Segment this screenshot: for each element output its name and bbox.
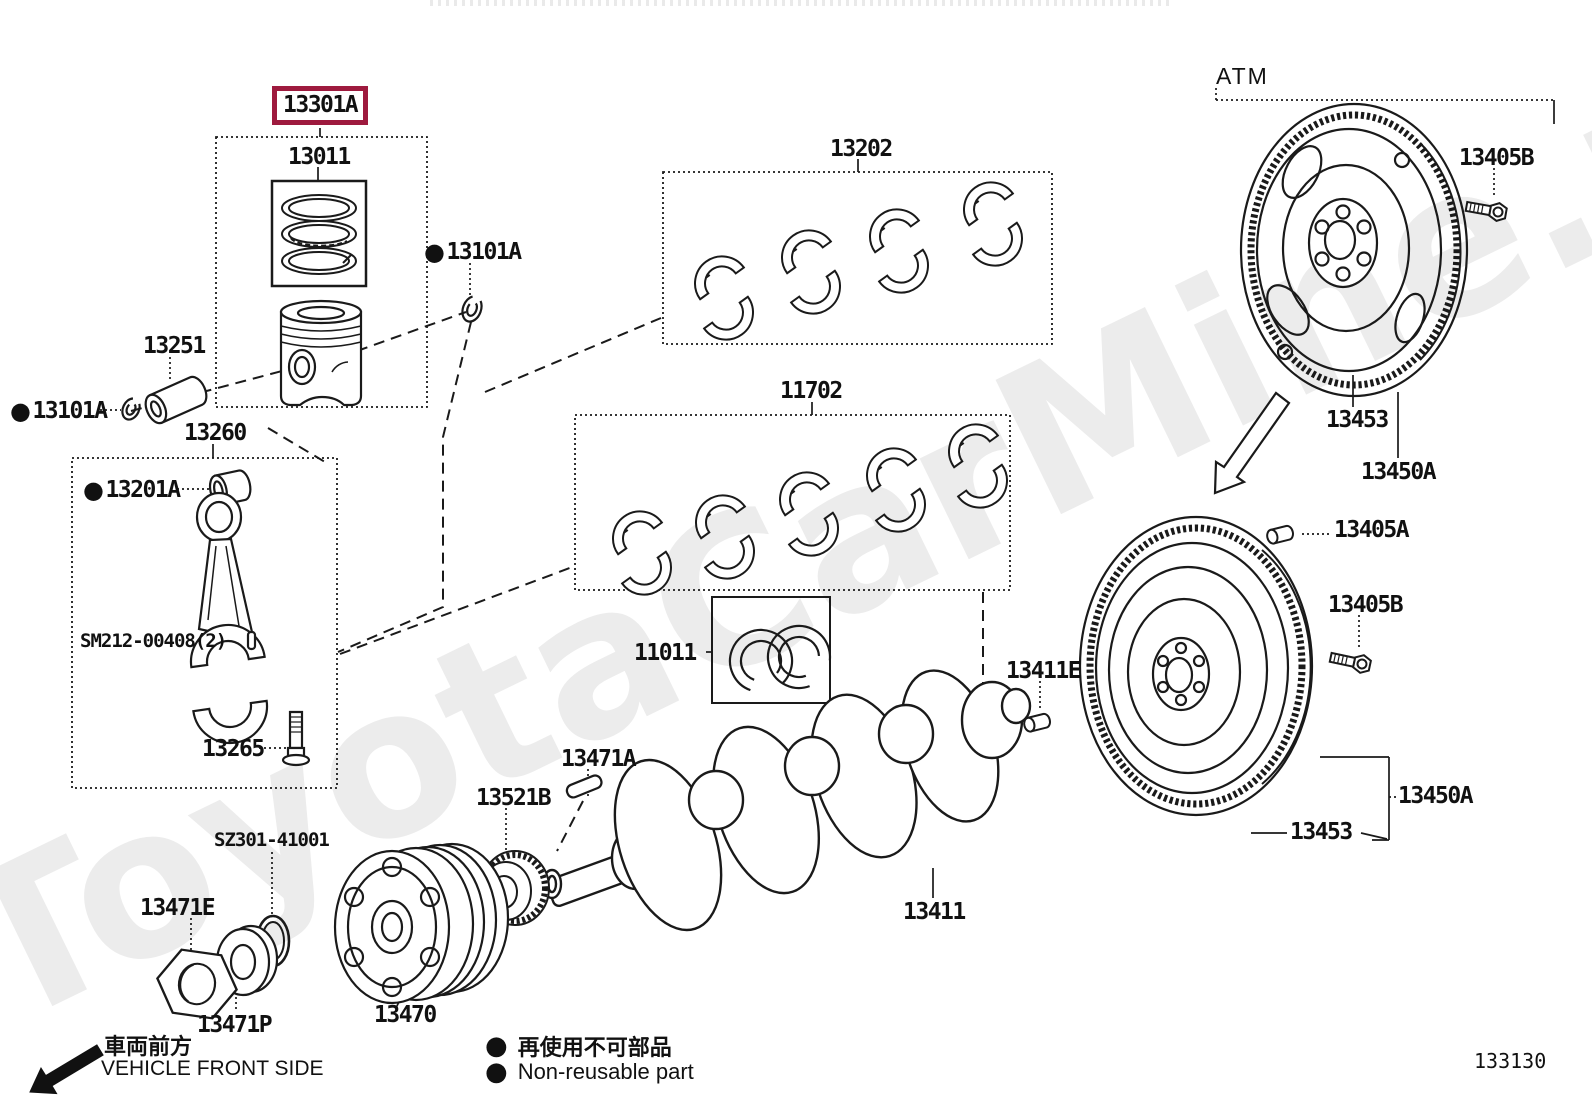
part-label-snap-ring-left[interactable]: ● 13101A (10, 397, 108, 426)
part-label-thrust-washer-set[interactable]: 11011 (634, 640, 697, 666)
nonreusable-dot-icon: ● (485, 1057, 508, 1087)
nonreusable-dot-icon: ● (485, 1031, 508, 1061)
connecting-rod-drawing (189, 469, 311, 767)
part-label-ring-gear-top[interactable]: 13453 (1326, 407, 1389, 433)
rod-bolt-pin-drawing (246, 630, 257, 651)
rod-cap-bolt-drawing (281, 710, 311, 767)
snap-rings-drawing (121, 295, 483, 421)
part-label-flywheel-assy-bottom[interactable]: 13450A (1398, 783, 1474, 809)
part-label-piston-ring-set[interactable]: 13011 (288, 144, 351, 170)
legend-nonreusable-jp: ● 再使用不可部品 (485, 1031, 672, 1061)
vehicle-front-arrow (29, 1044, 104, 1095)
part-label-rod-bolt[interactable]: SM212-00408(2) (80, 630, 227, 652)
legend-nonreusable-en: ● Non-reusable part (485, 1057, 694, 1087)
nonreusable-dot-icon: ● (10, 397, 31, 426)
assembly-dashed-lines (130, 311, 984, 852)
flywheel-bolt-bottom-drawing (1327, 647, 1373, 676)
part-label-flywheel-bolt-bottom[interactable]: 13405B (1328, 592, 1404, 618)
part-label-flywheel-assy-top[interactable]: 13450A (1361, 459, 1437, 485)
thrust-washer-box (711, 596, 831, 704)
vehicle-front-label-en: VEHICLE FRONT SIDE (101, 1057, 324, 1080)
part-label-crankshaft-key[interactable]: 13471A (561, 746, 637, 772)
part-label-timing-gear[interactable]: 13521B (476, 785, 552, 811)
part-label-flywheel-pin[interactable]: 13405A (1334, 517, 1410, 543)
part-label-crankshaft[interactable]: 13411 (903, 899, 966, 925)
cropped-text-artifact (430, 0, 1170, 6)
install-direction-arrow (1213, 391, 1291, 495)
piston-subassy-box (215, 136, 428, 408)
part-label-oring[interactable]: SZ301-41001 (214, 829, 330, 851)
part-label-snap-ring-right[interactable]: ● 13101A (424, 238, 522, 267)
highlighted-part-box[interactable]: 13301A (272, 86, 369, 126)
part-label-pulley-washer[interactable]: 13471P (197, 1012, 273, 1038)
part-label-rod-bearing-set[interactable]: 13202 (830, 136, 893, 162)
part-label-pulley-nut[interactable]: 13471E (140, 895, 216, 921)
part-label-crankshaft-pin[interactable]: 13411E (1006, 658, 1082, 684)
flywheel-pin-drawing (1264, 523, 1296, 546)
part-label-piston-pin[interactable]: 13251 (143, 333, 206, 359)
piston-rings-drawing (281, 194, 357, 275)
rod-bearing-set-drawing (671, 170, 1046, 352)
part-label-rod-bushing[interactable]: ● 13201A (83, 476, 181, 505)
atm-group-label: ATM (1216, 63, 1269, 89)
nonreusable-dot-icon: ● (424, 238, 445, 267)
part-label-rod-subassy[interactable]: 13260 (184, 420, 247, 446)
part-label-piston-subassy[interactable]: 13301A (283, 92, 359, 118)
pulley-nut-drawing (156, 948, 238, 1020)
connecting-rod-box (71, 457, 338, 789)
part-label-flywheel-bolt-top[interactable]: 13405B (1459, 145, 1535, 171)
part-label-rod-cap-bolt[interactable]: 13265 (202, 736, 265, 762)
drive-plate-drawing (1239, 102, 1469, 398)
flywheel-bolt-top-drawing (1463, 196, 1509, 224)
rod-bearing-set-box (662, 171, 1053, 345)
main-bearing-set-box (574, 414, 1011, 591)
main-bearing-set-drawing (589, 412, 1031, 607)
vehicle-front-label-jp: 車両前方 (104, 1035, 193, 1060)
part-label-main-bearing-set[interactable]: 11702 (780, 378, 843, 404)
thrust-washer-drawing (728, 624, 832, 694)
pulley-drawing (333, 842, 510, 1005)
crankshaft-key-drawing (565, 774, 603, 799)
piston-pin-drawing (144, 375, 208, 425)
crankshaft-drawing (541, 669, 1032, 932)
ring-set-box (270, 179, 368, 288)
group-boxes (71, 136, 1053, 789)
part-label-pulley[interactable]: 13470 (374, 1002, 437, 1028)
nonreusable-dot-icon: ● (83, 476, 104, 505)
part-label-ring-gear-bottom[interactable]: 13453 (1290, 819, 1353, 845)
solid-leaders (212, 100, 1555, 1009)
diagram-code: 133130 (1474, 1049, 1547, 1073)
flywheel-drawing (1078, 515, 1314, 817)
dotted-leaders (100, 88, 1554, 1012)
piston-drawing (279, 299, 363, 407)
